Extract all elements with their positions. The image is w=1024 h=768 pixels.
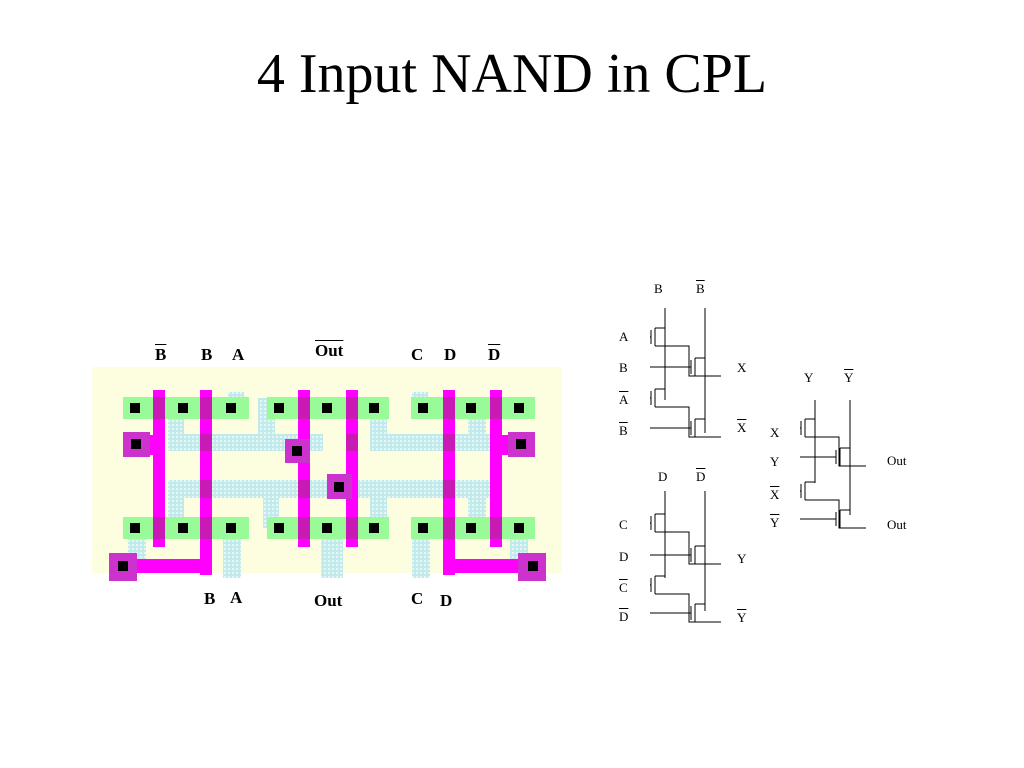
gate-ab-output-xbar: X (737, 420, 747, 435)
layout-label-bottom-a: A (230, 588, 243, 607)
schematic-gate-xy (800, 400, 866, 529)
gate-cd-input-cbar: C (619, 580, 628, 595)
schematic-gate-cd (650, 491, 721, 623)
gate-xy-output-out2: Out (887, 517, 907, 532)
gate-cd-output-y: Y (737, 551, 747, 566)
gate-ab-output-x: X (737, 360, 747, 375)
slide-title: 4 Input NAND in CPL (256, 43, 768, 105)
gate-ab-input-b: B (619, 360, 628, 375)
gate-cd-input-c: C (619, 517, 628, 532)
layout-label-bottom-d: D (440, 591, 453, 610)
gate-cd-net-out2 (665, 593, 713, 623)
gate-xy-input-x: X (770, 425, 780, 440)
gate-ab-input-bbar: B (619, 423, 628, 438)
gate-cd-output-ybar: Y (737, 610, 747, 625)
contacts (118, 403, 538, 571)
gate-xy-input-ybar: Y (770, 515, 780, 530)
gate-ab-net-out2 (665, 406, 713, 438)
gate-ab-col-label-b: B (654, 281, 663, 296)
layout-label-top-dbar: D (488, 345, 501, 364)
gate-cd-input-dbar: D (619, 609, 629, 624)
layout-label-top-bbar: B (155, 345, 167, 364)
poly-contact-pads (109, 432, 546, 581)
gate-xy-input-y: Y (770, 454, 780, 469)
gate-cd-input-d: D (619, 549, 629, 564)
layout-label-top-d: D (444, 345, 457, 364)
gate-xy-net-out2 (815, 499, 858, 529)
gate-xy-col-label-ybar: Y (844, 370, 854, 385)
layout-label-top-b: B (201, 345, 213, 364)
gate-overlaps (153, 397, 502, 539)
gate-xy-output-out: Out (887, 453, 907, 468)
gate-ab-net-out1 (665, 345, 713, 377)
gate-cd-col-label-d: D (658, 469, 668, 484)
gate-xy-input-xbar: X (770, 487, 780, 502)
layout-label-top-c: C (411, 345, 424, 364)
gate-xy-col-label-y: Y (804, 370, 814, 385)
layout-label-top-a: A (232, 345, 245, 364)
schematic-gate-ab (650, 308, 721, 438)
layout-label-bottom-out: Out (314, 591, 343, 610)
gate-ab-input-abar: A (619, 392, 629, 407)
gate-cd-net-out1 (665, 531, 713, 565)
layout-label-bottom-b: B (204, 589, 216, 608)
gate-xy-net-out1 (815, 436, 858, 467)
layout-label-top-outbar: Out (315, 341, 344, 360)
layout-label-bottom-c: C (411, 589, 424, 608)
gate-cd-col-label-dbar: D (696, 469, 706, 484)
gate-ab-input-a: A (619, 329, 629, 344)
gate-ab-col-label-bbar: B (696, 281, 705, 296)
